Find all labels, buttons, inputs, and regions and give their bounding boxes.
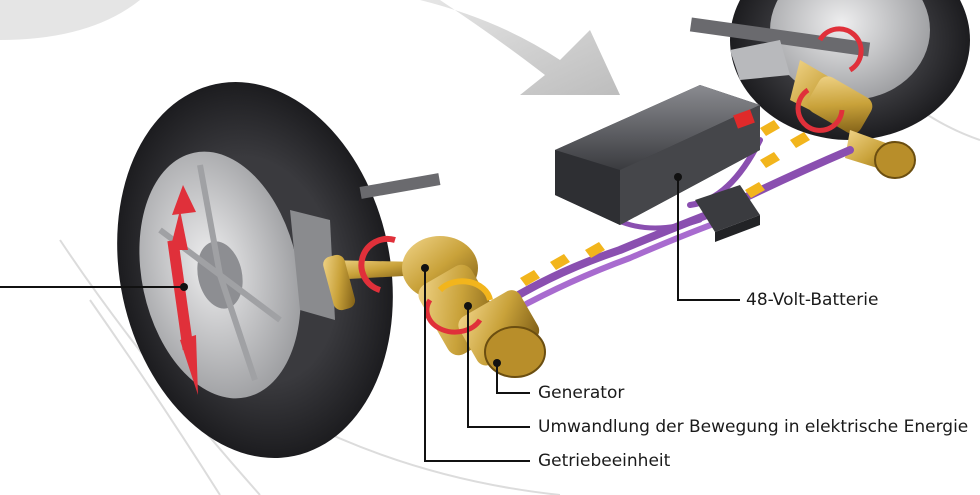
label-generator: Generator: [538, 383, 625, 403]
wheel-travel-arrow-icon: [167, 185, 198, 395]
label-conversion: Umwandlung der Bewegung in elektrische E…: [538, 417, 969, 437]
label-gear-unit: Getriebeeinheit: [538, 451, 671, 471]
front-wheel: [117, 82, 441, 458]
leader-lines: [0, 177, 740, 462]
front-generator: [323, 235, 546, 378]
control-unit: [695, 185, 760, 242]
rear-generator: [790, 26, 916, 179]
label-battery: 48-Volt-Batterie: [746, 290, 879, 310]
energy-flow-arrows: [520, 120, 810, 286]
leader-dots: [180, 173, 682, 367]
battery-48v: [555, 85, 760, 225]
direction-arrow-icon: [420, 0, 620, 95]
body-shadow: [0, 0, 140, 40]
